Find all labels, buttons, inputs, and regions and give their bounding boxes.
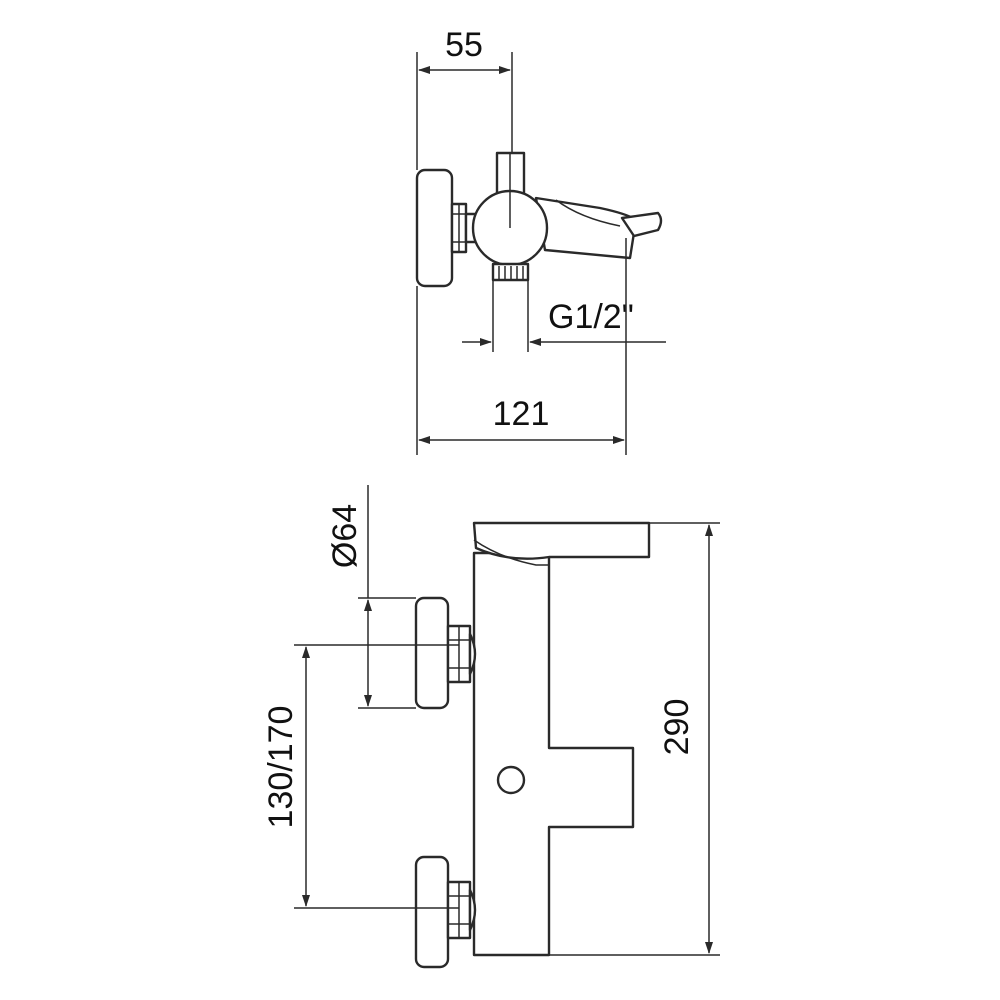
side-wall-flange <box>415 168 454 288</box>
front-diverter-knob <box>496 765 526 795</box>
side-view-dimensions: 55 G1/2" 121 <box>416 26 666 455</box>
dim-label-thread: G1/2" <box>548 298 634 336</box>
dim-label-diameter: Ø64 <box>326 504 364 568</box>
dim-label-290: 290 <box>658 699 696 756</box>
side-spout <box>534 196 638 260</box>
front-view-dimensions: Ø64 130/170 290 <box>262 485 720 956</box>
dim-label-55: 55 <box>445 26 483 64</box>
side-spout-tip <box>620 211 663 238</box>
front-lower-flange <box>414 855 450 969</box>
front-mixer-body <box>472 551 635 957</box>
dim-label-121: 121 <box>493 395 550 433</box>
dim-label-spacing: 130/170 <box>262 706 300 829</box>
side-view <box>415 151 663 288</box>
front-lever-handle <box>472 521 651 560</box>
front-view <box>414 521 651 969</box>
front-upper-flange <box>414 596 450 710</box>
